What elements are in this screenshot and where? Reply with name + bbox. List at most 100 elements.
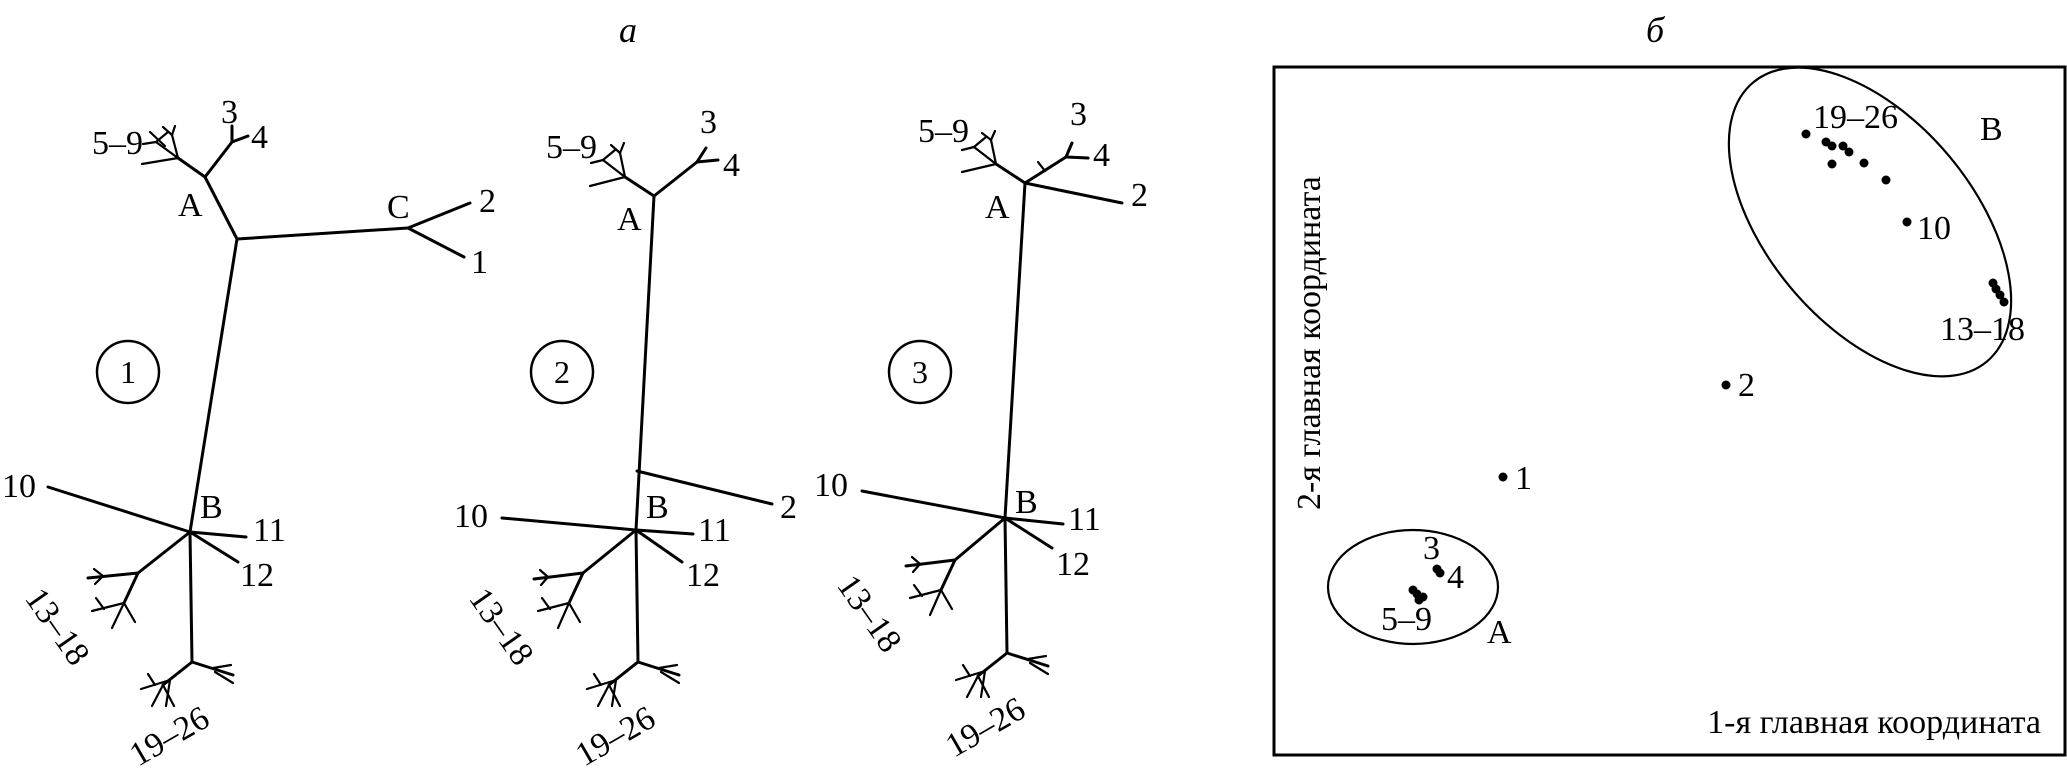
tree-2: 5–9 3 4 A 2 10 B 11 12 13–18 19–26 2 <box>454 104 797 774</box>
tree3-node-a: A <box>985 189 1010 226</box>
tree3-badge-circle <box>887 339 953 405</box>
point-19-26 <box>1881 175 1891 185</box>
tree3-label-2: 2 <box>1131 177 1148 214</box>
tree1-label-2: 2 <box>479 183 496 220</box>
tree3-a-cluster <box>960 129 1124 205</box>
tree3-branch-1926 <box>1003 516 1009 655</box>
tree2-label-12: 12 <box>686 557 720 594</box>
tree3-leaf-10 <box>860 489 1007 520</box>
y-axis-label: 2-я главная координата <box>1291 176 1328 510</box>
tree3-branch-1318 <box>953 516 1007 562</box>
tree1-label-3: 3 <box>221 94 238 131</box>
point-19-26 <box>1827 159 1837 169</box>
tree2-leaf-10 <box>500 516 638 532</box>
tree1-trunk <box>188 237 239 534</box>
cluster-a-label-5-9: 5–9 <box>1381 601 1432 638</box>
point-2-label: 2 <box>1738 367 1755 404</box>
tree1-label-13-18: 13–18 <box>17 581 96 672</box>
tree1-label-1: 1 <box>471 244 488 281</box>
panel-b-letter: б <box>1646 10 1666 50</box>
tree3-label-4: 4 <box>1093 137 1110 174</box>
tree1-label-4: 4 <box>251 119 268 156</box>
tree3-1318-cluster <box>904 555 957 617</box>
tree2-node-b: B <box>646 489 669 526</box>
ordination-plot: 2-я главная координата 1-я главная коорд… <box>1272 65 2067 757</box>
tree2-badge-number: 2 <box>554 354 570 390</box>
point-10 <box>1902 217 1912 227</box>
tree1-node-b: B <box>200 489 223 526</box>
tree1-node-c: C <box>387 189 410 226</box>
tree1-a-cluster <box>140 124 250 179</box>
tree1-label-11: 11 <box>253 512 286 549</box>
cluster-b-label-19-26: 19–26 <box>1813 99 1898 136</box>
tree3-label-12: 12 <box>1056 546 1090 583</box>
tree2-leaf-12 <box>634 528 684 564</box>
cluster-a-ellipse <box>1326 528 1500 646</box>
tree1-badge-number: 1 <box>120 354 136 390</box>
cluster-a-points <box>1408 564 1445 605</box>
tree2-leaf-2 <box>635 469 774 506</box>
cluster-b-name: B <box>1980 111 2003 148</box>
tree1-leaf-11 <box>188 530 248 539</box>
tree3-label-3: 3 <box>1070 96 1087 133</box>
tree3-leaf-11 <box>1003 516 1065 526</box>
tree1-stem-a <box>203 175 239 241</box>
point-19-26 <box>1844 147 1854 157</box>
point-2 <box>1721 380 1731 390</box>
tree1-leaf-2 <box>406 201 472 230</box>
tree1-1926-cluster <box>139 660 235 708</box>
point-19-26 <box>1859 158 1869 168</box>
point-19-26 <box>1838 141 1848 151</box>
tree1-branch-c <box>235 226 410 241</box>
tree2-label-10: 10 <box>454 498 488 535</box>
tree2-label-2: 2 <box>780 489 797 526</box>
cluster-b-label-13-18: 13–18 <box>1940 311 2025 348</box>
tree3-label-19-26: 19–26 <box>940 690 1032 765</box>
tree2-branch-1318 <box>581 528 638 575</box>
point-5-9 <box>1418 592 1428 602</box>
tree1-branch-1926 <box>188 530 194 664</box>
tree2-trunk <box>634 194 656 532</box>
tree1-branch-1318 <box>136 530 192 575</box>
tree2-leaf-11 <box>634 528 695 536</box>
point-4 <box>1435 568 1445 578</box>
tree3-trunk <box>1003 181 1027 520</box>
cluster-a-label-3: 3 <box>1423 530 1440 567</box>
tree-3: 5–9 3 4 A 2 10 B 11 12 13–18 19–26 3 <box>814 96 1148 765</box>
tree2-1318-cluster <box>532 568 585 630</box>
point-1-label: 1 <box>1515 460 1532 497</box>
tree3-node-b: B <box>1015 484 1038 521</box>
tree2-label-11: 11 <box>698 512 731 549</box>
tree3-label-5-9: 5–9 <box>918 113 969 150</box>
tree1-node-a: A <box>178 187 203 224</box>
tree2-badge-circle <box>529 339 595 405</box>
cluster-b-ellipse <box>1727 66 2013 378</box>
point-1 <box>1498 472 1508 482</box>
x-axis-label: 1-я главная координата <box>1707 704 2041 741</box>
tree2-node-a: A <box>617 201 642 238</box>
tree3-label-10: 10 <box>814 467 848 504</box>
tree3-1926-cluster <box>954 651 1050 699</box>
point-19-26 <box>1827 141 1837 151</box>
tree-1: 5–9 3 4 A C 2 1 10 B 11 12 13–18 19–26 1 <box>2 94 496 774</box>
tree3-label-13-18: 13–18 <box>829 568 908 659</box>
point-19-26 <box>1801 129 1811 139</box>
cluster-b-label-10: 10 <box>1917 210 1951 247</box>
cluster-b-points <box>1801 129 2009 307</box>
cluster-a-label-4: 4 <box>1447 559 1464 596</box>
tree2-a-cluster <box>588 141 720 198</box>
point-13-18 <box>1999 297 2009 307</box>
tree1-label-5-9: 5–9 <box>92 125 143 162</box>
tree2-label-13-18: 13–18 <box>461 581 540 672</box>
tree2-label-5-9: 5–9 <box>546 129 597 166</box>
tree2-label-3: 3 <box>700 104 717 141</box>
tree3-label-11: 11 <box>1068 501 1101 538</box>
tree2-label-19-26: 19–26 <box>570 699 662 774</box>
tree1-label-10: 10 <box>2 468 36 505</box>
panel-a-letter: а <box>619 10 637 50</box>
plot-frame <box>1272 65 2067 757</box>
tree1-badge-circle <box>95 339 161 405</box>
tree3-badge-number: 3 <box>912 354 928 390</box>
point-13-18 <box>1995 290 2005 300</box>
